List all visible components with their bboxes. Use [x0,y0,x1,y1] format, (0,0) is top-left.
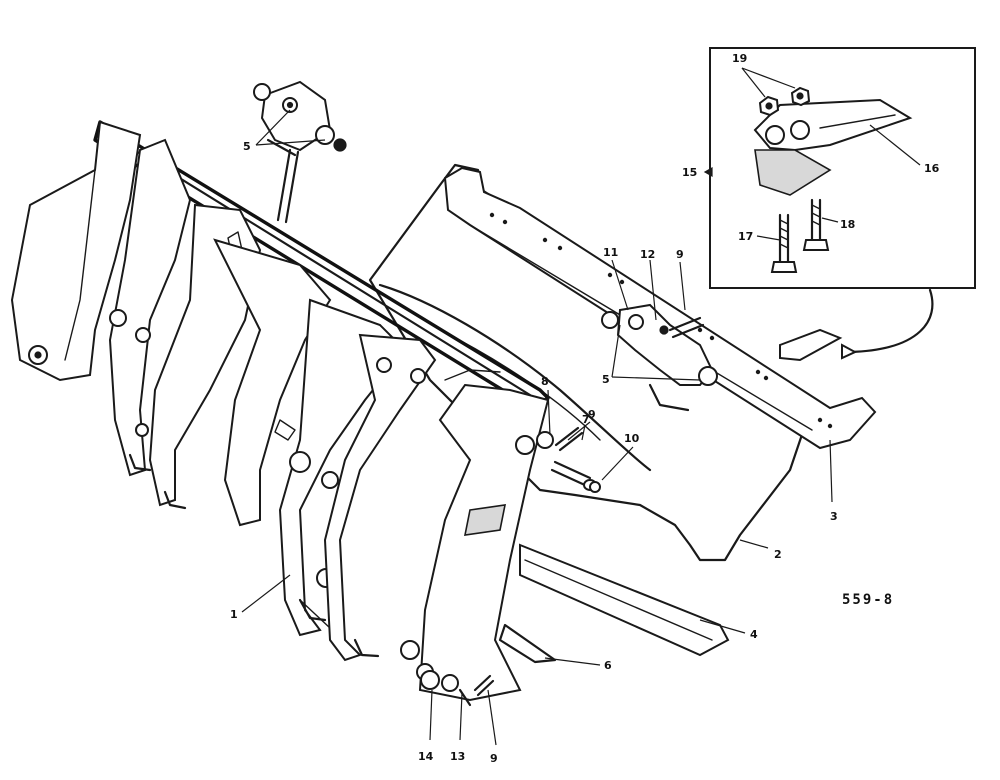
leader-lines [241,67,921,746]
callout-1: 1 [230,608,238,621]
callout-19: 19 [732,52,747,65]
callout-18: 18 [840,218,855,231]
callout-labels: 5 1 2 3 4 5 6 7 8 9 10 11 12 9 14 13 9 1… [230,52,940,765]
attachment-frame [10,120,550,702]
callout-9-side: 9 [588,408,596,421]
callout-17: 17 [738,230,753,243]
frame-plate-2 [108,138,192,477]
callout-7: 7 [582,413,590,426]
callout-12: 12 [640,248,655,261]
callout-5-lower: 5 [602,373,610,386]
bottom-pin-hardware [420,670,495,707]
upper-clevis-assembly [253,80,347,224]
callout-9-bottom: 9 [490,752,498,765]
frame-left-plate [10,120,142,382]
callout-5-upper: 5 [243,140,251,153]
callout-15: 15 [682,166,697,179]
callout-11: 11 [603,246,618,259]
callout-3: 3 [830,510,838,523]
loose-tooth [779,328,843,362]
callout-2: 2 [774,548,782,561]
lower-clevis-assembly [601,303,718,412]
frame-center-plate [213,238,332,527]
inset-frame [709,47,976,289]
inset-pointer-arrow [703,166,713,178]
callout-4: 4 [750,628,758,641]
callout-14: 14 [418,750,434,763]
bolt-18 [802,198,830,251]
inset-detail-box [703,47,976,289]
nut-pair [758,86,811,117]
side-pin-hardware [515,426,601,493]
bolt-17 [770,213,798,273]
figure-reference: 559-8 [842,592,894,608]
frame-front-plate [418,383,550,702]
callout-16: 16 [924,162,940,175]
frame-plate-3 [148,203,262,507]
frame-plate-6 [323,333,437,662]
callout-13: 13 [450,750,465,763]
callout-6: 6 [604,659,612,672]
curved-arrow [848,288,934,354]
callout-10: 10 [624,432,640,445]
skid-strip [498,623,557,664]
callout-9-clevis: 9 [676,248,684,261]
callout-8: 8 [541,375,549,388]
wear-strip [519,543,730,657]
